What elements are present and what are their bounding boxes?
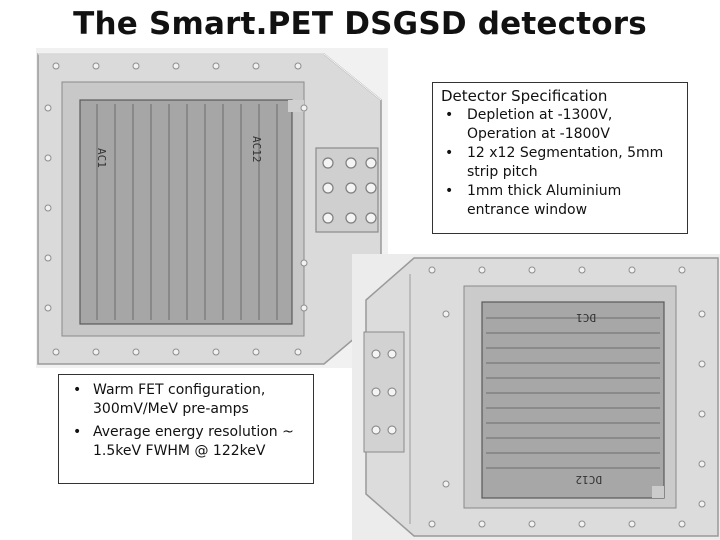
connector-bracket: [363, 331, 405, 453]
strip-label-left: AC1: [95, 148, 108, 168]
mounting-holes: [44, 62, 308, 356]
mounting-holes: [428, 266, 706, 528]
spec-item: 12 x12 Segmentation, 5mm strip pitch: [441, 144, 679, 182]
detector-window: [481, 301, 665, 499]
detector-window: [79, 99, 293, 325]
detector-photo-front: AC1 AC12: [36, 48, 388, 368]
spec-item: Depletion at -1300V, Operation at -1800V: [441, 106, 679, 144]
features-list: Warm FET configuration, 300mV/MeV pre-am…: [69, 381, 305, 461]
detector-photo-back: DC1 DC12: [352, 254, 720, 540]
spec-title: Detector Specification: [441, 87, 608, 105]
strip-lines: [96, 104, 278, 320]
features-box: Warm FET configuration, 300mV/MeV pre-am…: [58, 374, 314, 484]
feature-item: Average energy resolution ~ 1.5keV FWHM …: [69, 423, 305, 461]
spec-list: Depletion at -1300V, Operation at -1800V…: [441, 106, 679, 220]
feature-item: Warm FET configuration, 300mV/MeV pre-am…: [69, 381, 305, 419]
detector-specification-box: Detector Specification Depletion at -130…: [432, 82, 688, 234]
strip-label-bottom: DC12: [576, 473, 603, 486]
strip-lines: [486, 317, 660, 469]
slide-title: The Smart.PET DSGSD detectors: [73, 6, 647, 42]
strip-label-right: AC12: [250, 136, 263, 163]
strip-label-top: DC1: [576, 311, 596, 324]
spec-item: 1mm thick Aluminium entrance window: [441, 182, 679, 220]
